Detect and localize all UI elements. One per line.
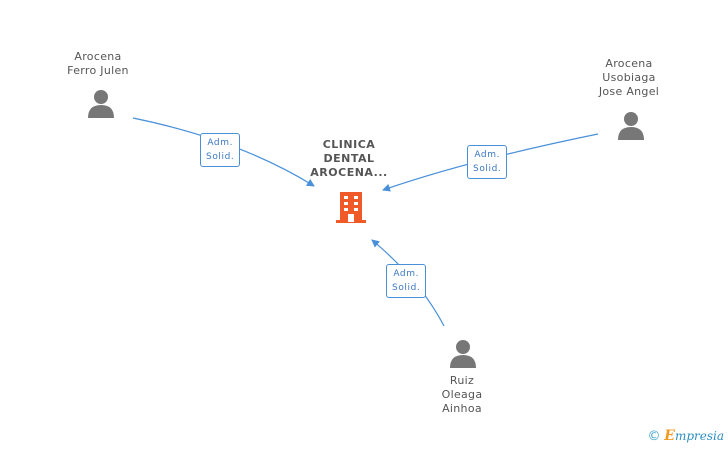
building-icon[interactable] bbox=[334, 190, 368, 224]
relation-label[interactable]: Adm. Solid. bbox=[386, 264, 427, 298]
relation-label[interactable]: Adm. Solid. bbox=[467, 145, 508, 179]
person-name-arocena-usobiaga-jose-angel[interactable]: Arocena Usobiaga Jose Angel bbox=[598, 57, 660, 98]
company-name[interactable]: CLINICA DENTAL AROCENA... bbox=[310, 138, 388, 179]
brand-e: E bbox=[664, 428, 675, 444]
person-name-ruiz-oleaga-ainhoa[interactable]: Ruiz Oleaga Ainhoa bbox=[441, 374, 483, 415]
person-icon[interactable] bbox=[616, 110, 646, 140]
brand-name: mpresia bbox=[674, 429, 724, 443]
person-name-arocena-ferro-julen[interactable]: Arocena Ferro Julen bbox=[67, 50, 129, 77]
relation-label[interactable]: Adm. Solid. bbox=[200, 133, 241, 167]
person-icon[interactable] bbox=[86, 88, 116, 118]
empresia-logo[interactable]: © Empresia bbox=[647, 428, 724, 444]
copyright-icon: © bbox=[647, 429, 661, 444]
person-icon[interactable] bbox=[448, 338, 478, 368]
